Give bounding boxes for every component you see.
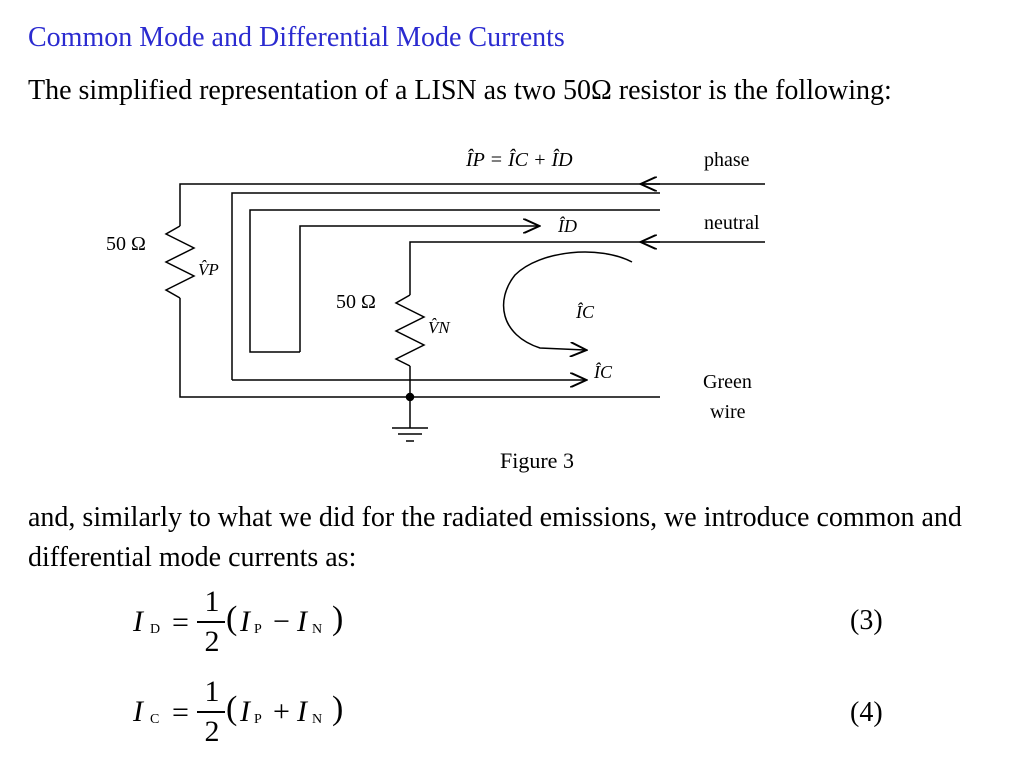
label-r1: 50 Ω xyxy=(106,233,146,255)
eq3-frac-den: 2 xyxy=(204,625,220,658)
eq3-ip-sub: P xyxy=(254,622,262,637)
eq4-equals: = xyxy=(172,696,189,729)
slide-title: Common Mode and Differential Mode Curren… xyxy=(28,22,565,53)
common-mode-loop xyxy=(502,251,633,350)
eq4-ip: I xyxy=(240,695,250,728)
loop-inner xyxy=(249,209,660,353)
eq3-frac-num: 1 xyxy=(204,585,220,618)
eq3-paren-close: ) xyxy=(332,600,344,637)
label-r2: 50 Ω xyxy=(336,291,376,313)
ground-node xyxy=(405,392,415,402)
eq4-lhs: I xyxy=(133,695,143,728)
current-equation: ÎP = ÎC + ÎD xyxy=(465,148,573,171)
eq4-op: + xyxy=(273,695,290,728)
phase-conductor xyxy=(179,183,660,226)
eq3-number: (3) xyxy=(850,605,883,636)
label-ic-loop: ÎC xyxy=(575,301,595,322)
label-wire: wire xyxy=(710,401,746,423)
label-vp: V̂P xyxy=(198,260,219,279)
intro-text: The simplified representation of a LISN … xyxy=(28,75,892,106)
eq4-lhs-sub: C xyxy=(150,712,160,727)
eq3-paren-open: ( xyxy=(226,600,238,637)
eq4-frac-den: 2 xyxy=(204,715,220,748)
label-phase: phase xyxy=(704,149,750,171)
lisn-figure: ÎP = ÎC + ÎD phase neutral Green wire… xyxy=(106,148,765,442)
label-green: Green xyxy=(703,371,752,393)
eq4-in: I xyxy=(297,695,307,728)
eq4-in-sub: N xyxy=(312,712,323,727)
label-id: ÎD xyxy=(557,215,577,236)
eq4-ip-sub: P xyxy=(254,712,262,727)
label-neutral: neutral xyxy=(704,212,760,234)
eq3-ip: I xyxy=(240,605,250,638)
eq3-op: − xyxy=(273,605,290,638)
eq4-number: (4) xyxy=(850,697,883,728)
eq3-lhs: I xyxy=(133,605,143,638)
eq4-frac-num: 1 xyxy=(204,675,220,708)
eq3-lhs-sub: D xyxy=(150,622,161,637)
eq4-frac-line xyxy=(197,711,225,713)
loop-outer-return xyxy=(231,192,660,380)
eq3-equals: = xyxy=(172,606,189,639)
resistor-n xyxy=(394,294,426,367)
figure-caption: Figure 3 xyxy=(500,448,574,473)
eq3-in-sub: N xyxy=(312,622,323,637)
body-paragraph: and, similarly to what we did for the ra… xyxy=(28,502,962,573)
eq4-paren-open: ( xyxy=(226,690,238,727)
eq4-paren-close: ) xyxy=(332,690,344,727)
resistor-p xyxy=(164,225,196,299)
loop-inner-return xyxy=(299,226,538,352)
label-vn: V̂N xyxy=(428,318,451,337)
neutral-conductor xyxy=(409,241,660,295)
green-wire-left xyxy=(179,298,660,398)
eq3-frac-line xyxy=(197,621,225,623)
label-ic-bottom: ÎC xyxy=(593,361,613,382)
eq3-in: I xyxy=(297,605,307,638)
